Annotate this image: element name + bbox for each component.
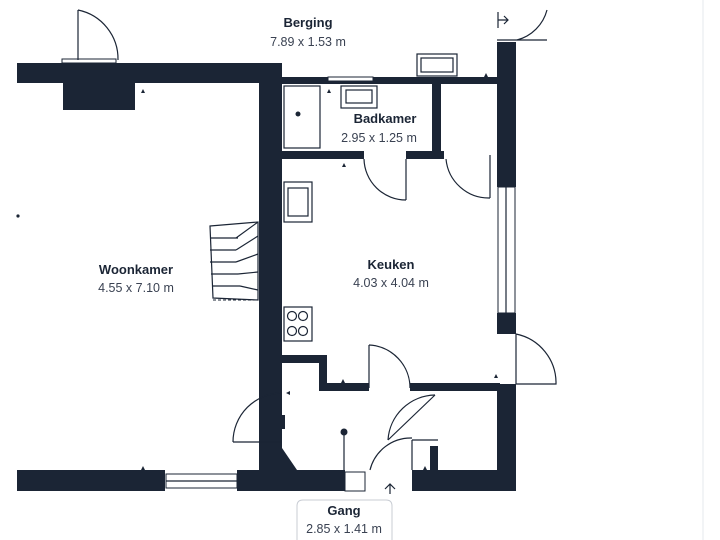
wall-bottom-right xyxy=(412,470,516,491)
markers xyxy=(16,12,509,494)
door-swing-bath-right xyxy=(445,158,491,199)
wall-bath-bottom-left xyxy=(282,151,364,159)
wall-bottom-left xyxy=(17,470,165,491)
walls xyxy=(17,42,516,491)
room-dims-berging: 7.89 x 1.53 m xyxy=(270,35,346,49)
door-swing-badkamer xyxy=(363,158,407,201)
wall-kitchen-bottom-right xyxy=(410,383,500,391)
door-swing-top-right xyxy=(516,9,548,41)
room-labels: Berging 7.89 x 1.53 m Badkamer 2.95 x 1.… xyxy=(98,15,429,536)
window-bath-top xyxy=(327,76,374,82)
windows xyxy=(61,58,516,492)
fixtures xyxy=(209,53,458,470)
window-top-woonkamer xyxy=(61,58,117,64)
room-name-berging: Berging xyxy=(283,15,332,30)
threshold-gang xyxy=(344,471,366,492)
room-name-gang: Gang xyxy=(327,503,360,518)
wall-gang-tiny xyxy=(282,415,285,429)
wall-right-lower xyxy=(497,384,516,491)
door-swing-keuken-bottom xyxy=(368,344,411,389)
wall-top-woonkamer xyxy=(17,63,282,83)
room-dims-woonkamer: 4.55 x 7.10 m xyxy=(98,281,174,295)
shower xyxy=(283,85,321,149)
wall-right-mid xyxy=(497,313,516,334)
door-swing-front xyxy=(369,437,413,471)
door-swing-gang-left xyxy=(232,392,283,443)
room-dims-gang: 2.85 x 1.41 m xyxy=(306,522,382,536)
shower-drain-icon xyxy=(295,111,301,117)
stove-burner-icon xyxy=(297,310,309,322)
staircase xyxy=(209,221,259,301)
room-name-woonkamer: Woonkamer xyxy=(99,262,173,277)
stove xyxy=(283,306,313,342)
wall-bath-top xyxy=(282,77,497,84)
wall-right-upper xyxy=(497,42,516,187)
door-swing-top xyxy=(77,9,119,61)
wall-kitchen-bottom-left xyxy=(282,355,327,363)
room-name-badkamer: Badkamer xyxy=(354,111,417,126)
stove-burner-icon xyxy=(286,310,298,322)
entry-arrow-up-icon xyxy=(384,483,396,494)
stove-burner-icon xyxy=(286,325,298,337)
lamp-icon xyxy=(340,428,348,436)
wall-bath-bottom-right xyxy=(406,151,444,159)
door-swing-keuken-right xyxy=(515,333,557,385)
wall-gang-stub xyxy=(430,446,438,470)
room-name-keuken: Keuken xyxy=(368,257,415,272)
wall-kitchen-step xyxy=(319,355,327,388)
room-dims-keuken: 4.03 x 4.04 m xyxy=(353,276,429,290)
wall-kitchen-bottom-mid xyxy=(319,383,369,391)
doors xyxy=(77,9,557,471)
wall-gang-left xyxy=(259,408,297,491)
entry-arrow-icon xyxy=(497,12,509,28)
room-dims-badkamer: 2.95 x 1.25 m xyxy=(341,131,417,145)
stove-burner-icon xyxy=(297,325,309,337)
gang-label-box xyxy=(296,499,393,540)
wall-center xyxy=(259,63,282,408)
wall-bath-right xyxy=(432,84,441,158)
door-swing-gang-mid xyxy=(387,394,436,441)
wall-pillar xyxy=(63,83,135,110)
wall-bottom-gang xyxy=(297,470,345,491)
